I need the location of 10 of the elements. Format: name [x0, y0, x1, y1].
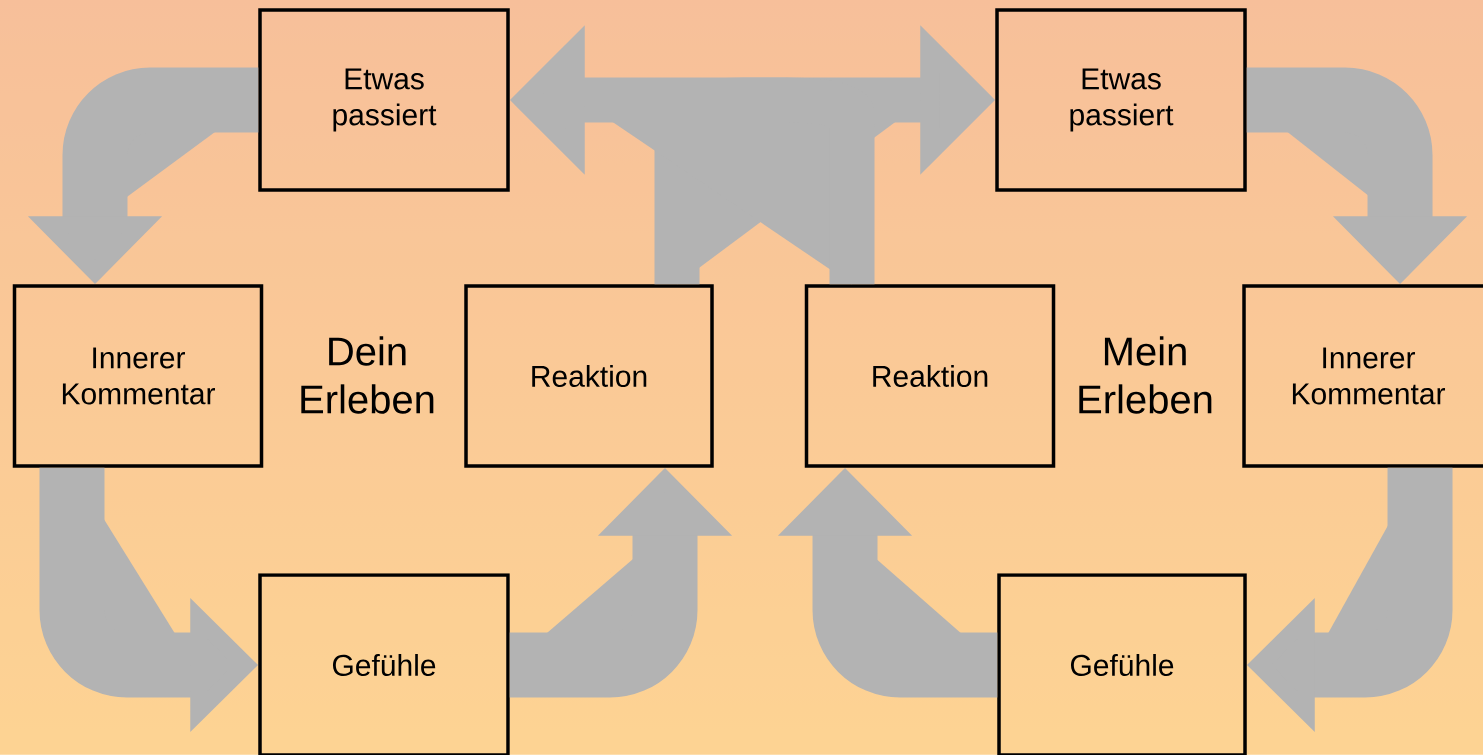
heading-label: Dein Erleben: [301, 336, 434, 414]
text-box: Gefühle: [997, 573, 1247, 755]
text-box: Innerer Kommentar: [12, 284, 264, 468]
text-box: Innerer Kommentar: [1242, 284, 1483, 468]
text-box: Reaktion: [804, 284, 1056, 468]
heading-label: Mein Erleben: [1079, 336, 1212, 414]
text-box: Reaktion: [464, 284, 714, 468]
text-box: Etwas passiert: [258, 8, 510, 192]
text-box: Gefühle: [258, 573, 510, 755]
text-box: Etwas passiert: [995, 8, 1247, 192]
